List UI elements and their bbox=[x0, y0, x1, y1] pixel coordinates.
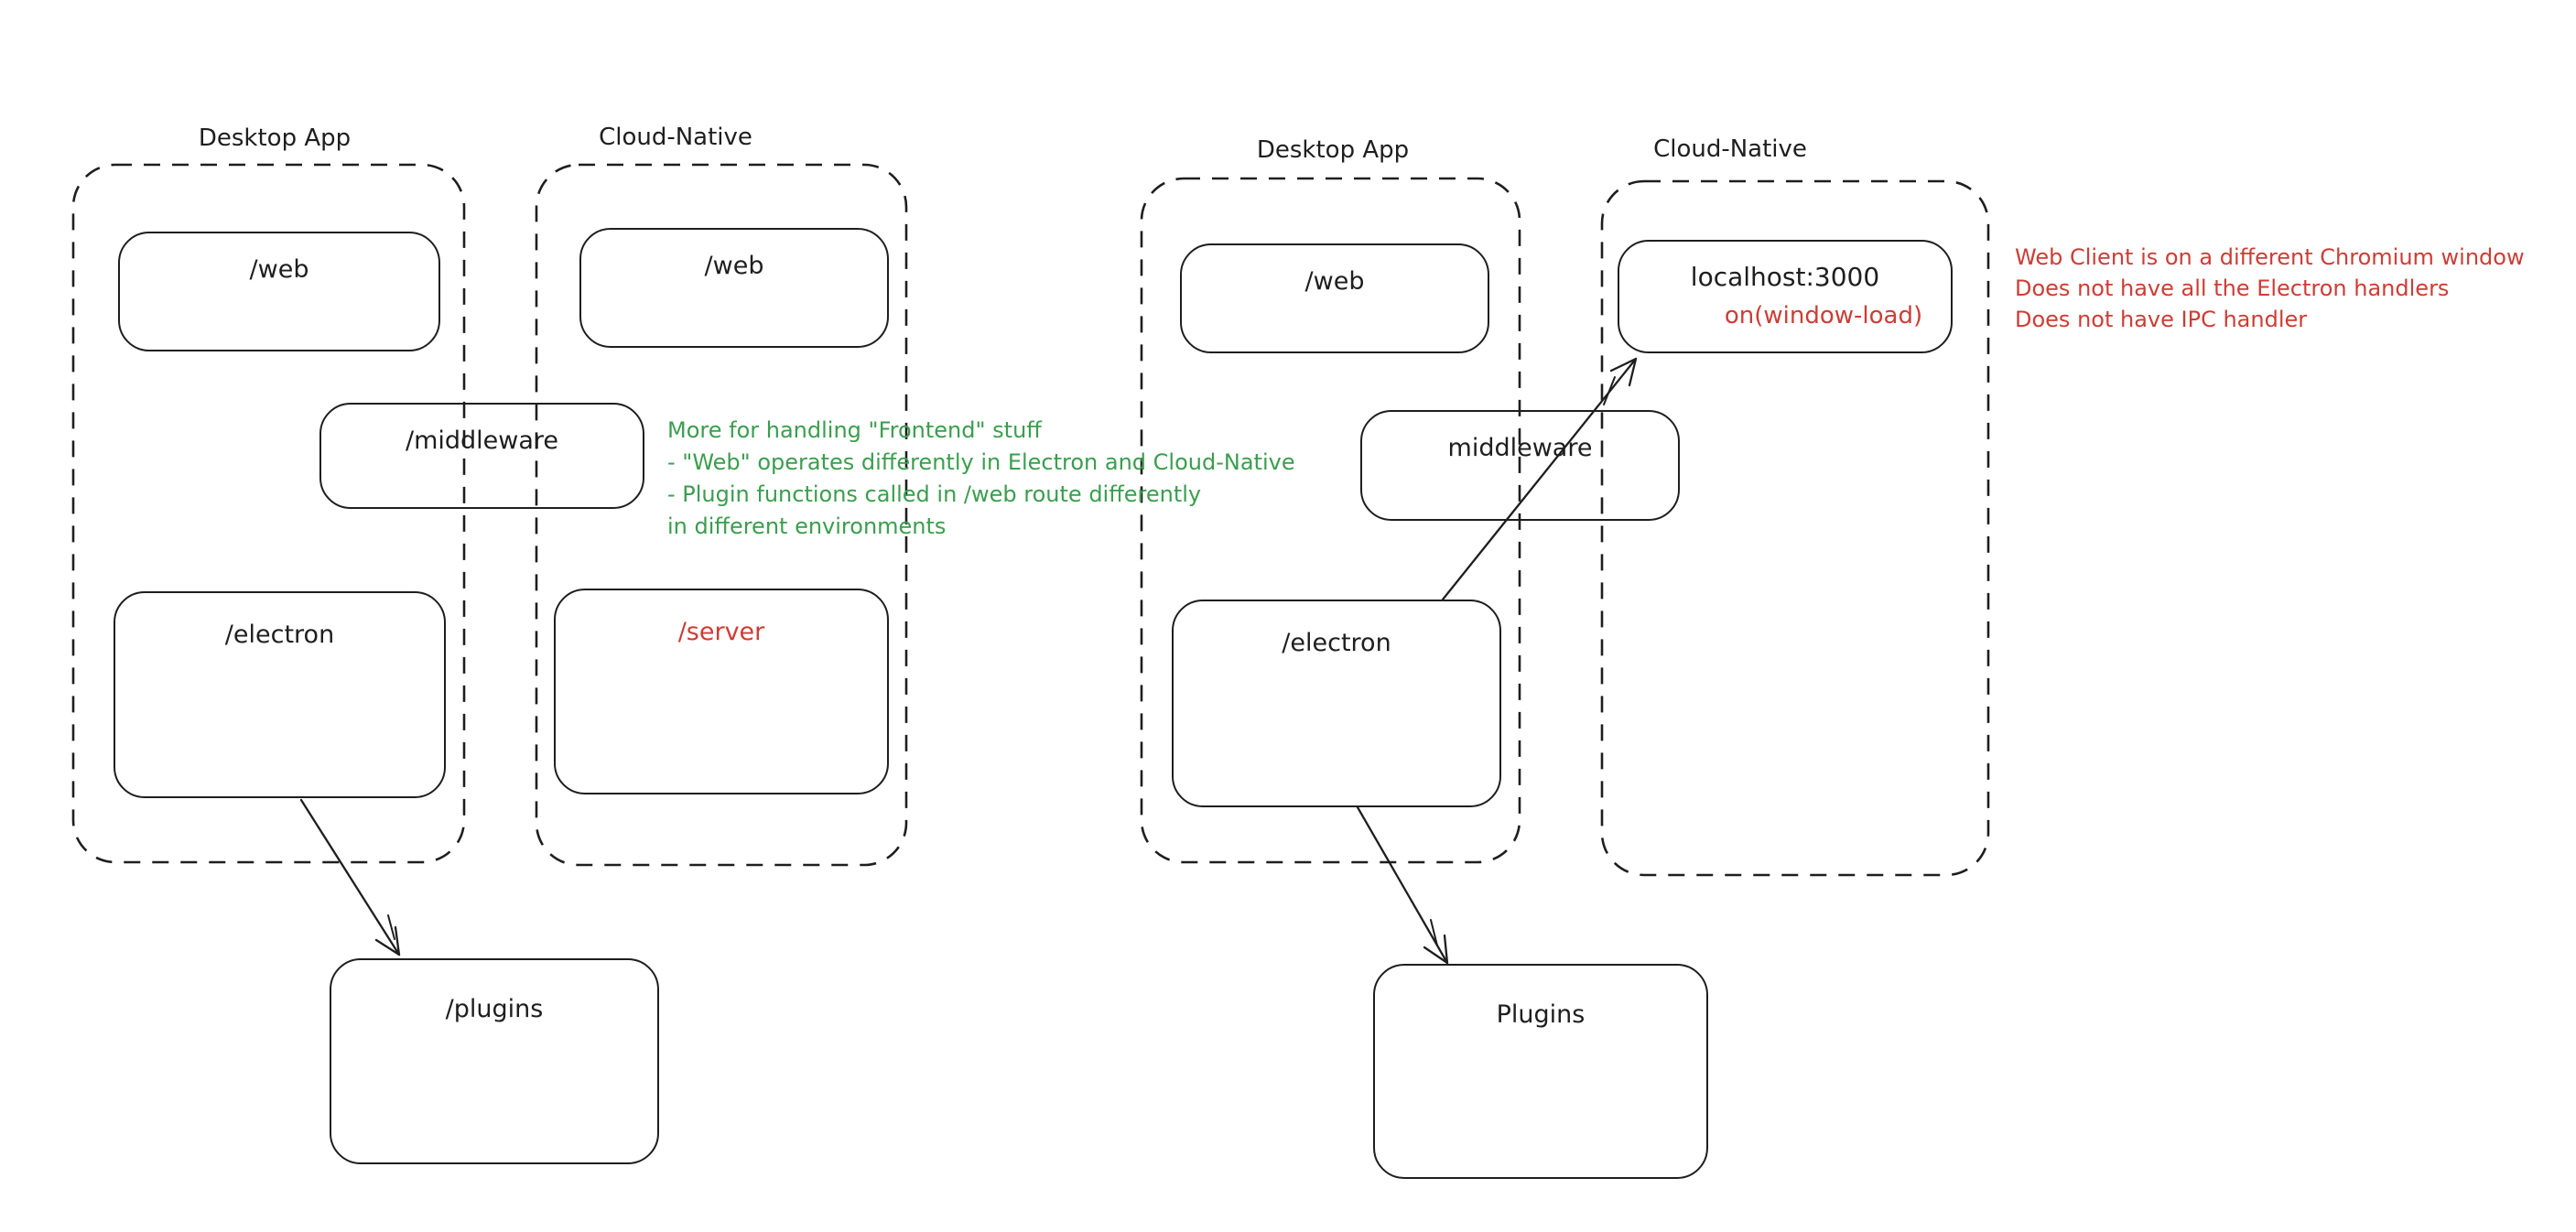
arrowhead-electron-to-localhost-right bbox=[1609, 357, 1638, 387]
node-middleware-right: middleware bbox=[1360, 410, 1680, 521]
node-plugins-right: Plugins bbox=[1373, 964, 1708, 1179]
group-label-cloud-native-left: Cloud-Native bbox=[599, 124, 752, 151]
node-label-middleware-left: /middleware bbox=[405, 427, 559, 455]
node-label-web-cloud-left: /web bbox=[704, 252, 764, 280]
annotation-red-line-1: Web Client is on a different Chromium wi… bbox=[2015, 244, 2525, 270]
arrowhead-electron-to-plugins-right bbox=[1423, 934, 1449, 965]
arrowhead-electron-to-plugins-left bbox=[374, 925, 401, 956]
annotation-green-line-4: in different environments bbox=[667, 513, 947, 539]
node-label-localhost-3000: localhost:3000 bbox=[1690, 262, 1880, 292]
node-label-web-right: /web bbox=[1304, 267, 1365, 296]
arrow-stray-mark-left bbox=[387, 914, 395, 940]
node-label-electron-right: /electron bbox=[1282, 629, 1391, 657]
arrow-electron-to-plugins-right bbox=[1356, 805, 1449, 965]
node-web-desktop-left: /web bbox=[118, 232, 440, 351]
node-label-on-window-load: on(window-load) bbox=[1724, 301, 1923, 330]
node-label-web-desktop-left: /web bbox=[249, 255, 309, 284]
annotation-red-line-3: Does not have IPC handler bbox=[2015, 307, 2308, 332]
annotation-red-web-client-note: Web Client is on a different Chromium wi… bbox=[2015, 242, 2525, 335]
node-label-electron-left: /electron bbox=[224, 621, 335, 649]
annotation-green-line-3: - Plugin functions called in /web route … bbox=[667, 481, 1202, 507]
arrow-stray-mark-right-long bbox=[1603, 376, 1616, 405]
node-electron-left: /electron bbox=[114, 591, 446, 798]
arrow-electron-to-plugins-left bbox=[299, 798, 401, 956]
node-label-middleware-right: middleware bbox=[1447, 434, 1593, 462]
annotation-red-line-2: Does not have all the Electron handlers bbox=[2015, 276, 2450, 301]
node-label-plugins-left: /plugins bbox=[445, 995, 544, 1023]
arrow-stray-mark-right-short bbox=[1430, 919, 1438, 946]
node-web-right: /web bbox=[1180, 243, 1489, 353]
group-label-cloud-native-right: Cloud-Native bbox=[1653, 135, 1807, 163]
group-label-desktop-app-left: Desktop App bbox=[198, 124, 352, 152]
node-label-server-left: /server bbox=[677, 618, 765, 646]
node-plugins-left: /plugins bbox=[330, 958, 659, 1164]
annotation-green-line-1: More for handling "Frontend" stuff bbox=[667, 417, 1042, 443]
node-middleware-left: /middleware bbox=[319, 403, 644, 509]
group-label-desktop-app-right: Desktop App bbox=[1256, 136, 1410, 164]
node-web-cloud-left: /web bbox=[579, 228, 889, 348]
node-localhost-3000: localhost:3000 on(window-load) bbox=[1618, 240, 1953, 353]
annotation-green-line-2: - "Web" operates differently in Electron… bbox=[667, 449, 1295, 475]
node-server-left: /server bbox=[554, 589, 889, 794]
node-electron-right: /electron bbox=[1172, 600, 1501, 807]
annotation-green-frontend-note: More for handling "Frontend" stuff - "We… bbox=[667, 415, 1295, 543]
node-label-plugins-right: Plugins bbox=[1496, 1000, 1586, 1029]
